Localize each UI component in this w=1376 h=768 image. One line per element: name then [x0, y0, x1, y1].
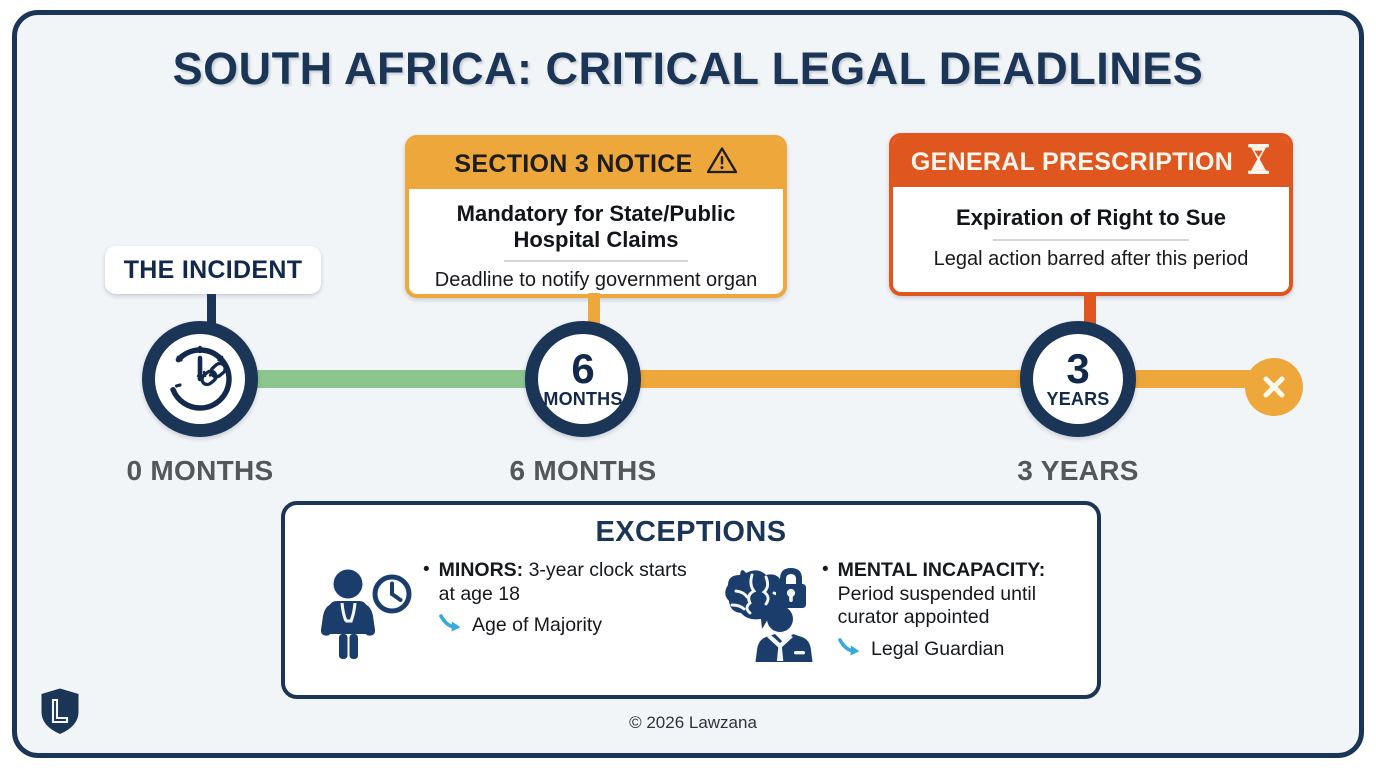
- incident-pill-label: THE INCIDENT: [123, 255, 303, 284]
- node-number: 3: [1066, 345, 1090, 393]
- exception-subnote-label: Age of Majority: [472, 614, 603, 637]
- exception-item-mental-incapacity: • MENTAL INCAPACITY: Period suspended un…: [702, 555, 1087, 670]
- hourglass-icon: [1246, 143, 1271, 182]
- timeline-node-six-months[interactable]: 6 MONTHS: [525, 321, 641, 437]
- bullet-marker: •: [822, 559, 829, 580]
- exception-term: MINORS:: [438, 559, 524, 581]
- exceptions-title: EXCEPTIONS: [595, 516, 787, 548]
- card-divider: [993, 238, 1189, 241]
- card-body-general-prescription: Expiration of Right to Sue Legal action …: [893, 187, 1289, 281]
- exception-text-mental-incapacity: • MENTAL INCAPACITY: Period suspended un…: [822, 555, 1087, 662]
- node-number: 6: [571, 345, 595, 393]
- exception-item-minors: • MINORS: 3-year clock starts at age 18 …: [307, 555, 692, 670]
- card-sub-text: Legal action barred after this period: [933, 247, 1249, 270]
- curved-arrow-icon: [838, 637, 863, 662]
- exception-detail: 3-year clock starts at age 18: [438, 559, 687, 605]
- exceptions-columns: • MINORS: 3-year clock starts at age 18 …: [285, 549, 1097, 670]
- x-close-icon: [1259, 372, 1289, 402]
- exceptions-box: EXCEPTIONS: [281, 501, 1101, 699]
- incident-pill: THE INCIDENT: [105, 246, 321, 294]
- card-header-label: SECTION 3 NOTICE: [454, 149, 693, 178]
- warning-triangle-icon: [706, 146, 738, 182]
- card-main-text: Mandatory for State/Public Hospital Clai…: [456, 201, 736, 252]
- card-general-prescription: GENERAL PRESCRIPTION Expiration of Right…: [889, 133, 1293, 296]
- node-unit: YEARS: [1046, 388, 1110, 409]
- card-sub-text: Deadline to notify government organ: [434, 269, 758, 292]
- card-header-label: GENERAL PRESCRIPTION: [910, 147, 1234, 176]
- brain-lock-person-icon: [702, 555, 814, 670]
- timeline: THE INCIDENT: [17, 15, 1369, 763]
- timeline-node-three-years[interactable]: 3 YEARS: [1020, 321, 1136, 437]
- card-header-general-prescription: GENERAL PRESCRIPTION: [893, 137, 1289, 187]
- node-label-0-months: 0 MONTHS: [126, 455, 274, 486]
- node-unit: MONTHS: [543, 388, 623, 409]
- node-label-6-months: 6 MONTHS: [509, 455, 657, 486]
- curved-arrow-icon: [439, 613, 464, 638]
- card-section-3-notice: SECTION 3 NOTICE Mandatory for State/Pub…: [405, 135, 787, 298]
- timeline-rail-orange: [547, 370, 1287, 388]
- exception-detail: Period suspended until curator appointed: [837, 582, 1037, 629]
- lawzana-shield-logo: [39, 687, 81, 735]
- node-label-3-years: 3 YEARS: [1017, 455, 1139, 486]
- card-body-section-3: Mandatory for State/Public Hospital Clai…: [409, 189, 783, 294]
- connector-stem-incident: [207, 292, 216, 334]
- copyright-text: © 2026 Lawzana: [629, 713, 757, 732]
- exception-text-minors: • MINORS: 3-year clock starts at age 18 …: [423, 555, 692, 638]
- exception-body: MENTAL INCAPACITY: Period suspended unti…: [838, 559, 1087, 630]
- exception-body: MINORS: 3-year clock starts at age 18: [439, 559, 692, 606]
- exception-term: MENTAL INCAPACITY:: [837, 559, 1046, 581]
- exception-subnote-minors: Age of Majority: [439, 613, 692, 638]
- timeline-node-incident[interactable]: [142, 321, 258, 437]
- main-panel: SOUTH AFRICA: CRITICAL LEGAL DEADLINES S…: [12, 10, 1364, 758]
- child-with-backpack-clock-icon: [307, 555, 415, 670]
- bullet-marker: •: [423, 559, 430, 580]
- card-divider: [504, 260, 688, 263]
- timeline-end-marker: [1245, 358, 1303, 416]
- page-title: SOUTH AFRICA: CRITICAL LEGAL DEADLINES: [172, 43, 1204, 94]
- stopwatch-broken-chain-icon: [161, 338, 239, 421]
- card-main-text: Expiration of Right to Sue: [955, 205, 1227, 230]
- exception-subnote-mental-incapacity: Legal Guardian: [838, 637, 1087, 662]
- exception-subnote-label: Legal Guardian: [871, 637, 1005, 660]
- card-header-section-3: SECTION 3 NOTICE: [409, 139, 783, 189]
- timeline-rail-green: [247, 370, 547, 388]
